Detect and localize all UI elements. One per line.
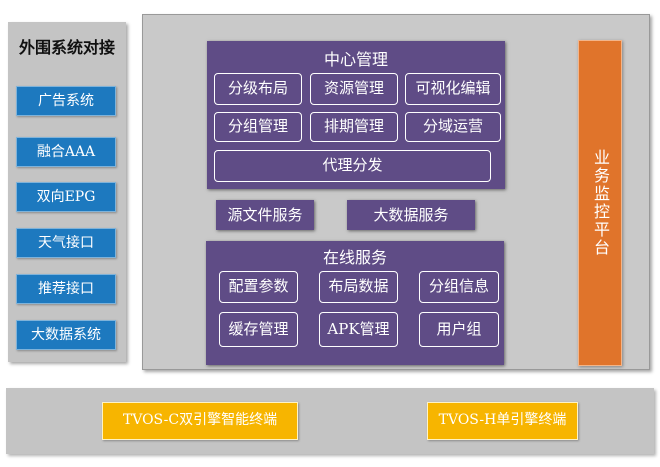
- center-item-level-layout: 分级布局: [214, 73, 302, 105]
- center-item-schedule-management: 排期管理: [310, 112, 398, 142]
- online-item-cache-management: 缓存管理: [219, 312, 298, 347]
- terminal-dual-engine: TVOS-C双引擎智能终端: [102, 402, 298, 440]
- external-item-recommend: 推荐接口: [16, 274, 116, 304]
- online-services-title: 在线服务: [322, 248, 387, 267]
- online-item-user-group: 用户组: [419, 312, 499, 347]
- external-item-aaa: 融合AAA: [16, 137, 116, 167]
- terminal-single-engine: TVOS-H单引擎终端: [427, 402, 578, 440]
- external-item-ad-system: 广告系统: [16, 86, 116, 116]
- center-item-proxy-distribution: 代理分发: [214, 150, 491, 182]
- bigdata-service: 大数据服务: [347, 200, 475, 230]
- center-item-resource-management: 资源管理: [310, 73, 398, 105]
- external-item-weather: 天气接口: [16, 228, 116, 258]
- online-item-layout-data: 布局数据: [319, 271, 398, 303]
- source-file-service: 源文件服务: [216, 200, 314, 230]
- business-monitor-platform: 业务监控平台: [578, 40, 622, 366]
- online-item-group-info: 分组信息: [419, 271, 499, 303]
- center-item-domain-operation: 分域运营: [405, 112, 501, 142]
- external-item-bigdata: 大数据系统: [16, 320, 116, 350]
- center-management-title: 中心管理: [323, 50, 388, 69]
- online-item-apk-management: APK管理: [319, 312, 398, 347]
- online-item-config-params: 配置参数: [219, 271, 298, 303]
- external-systems-title: 外围系统对接: [18, 38, 115, 57]
- center-item-group-management: 分组管理: [214, 112, 302, 142]
- center-item-visual-editing: 可视化编辑: [405, 73, 501, 105]
- external-item-epg: 双向EPG: [16, 182, 116, 212]
- business-monitor-label: 业务监控平台: [591, 149, 610, 257]
